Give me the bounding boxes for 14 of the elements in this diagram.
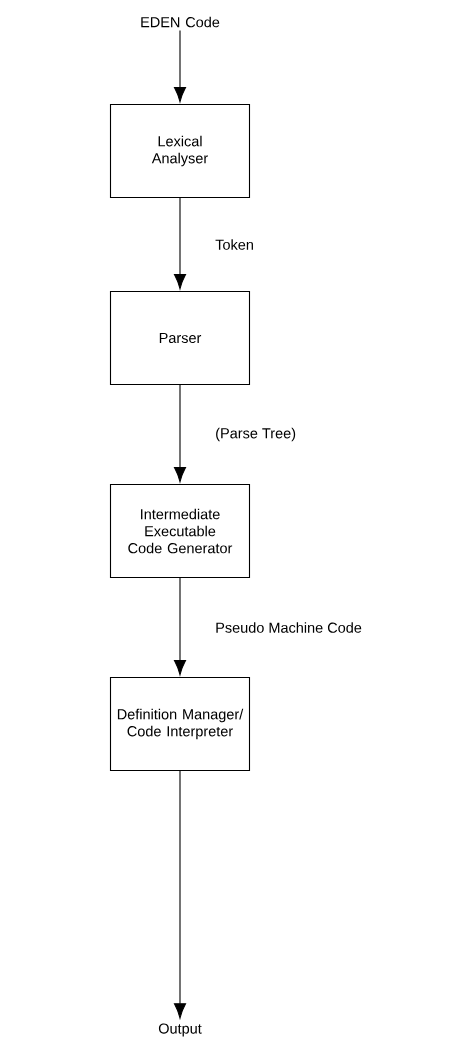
edge-label: Pseudo Machine Code [214, 621, 363, 634]
node-label: Output [158, 1023, 202, 1037]
process-box: Lexical Analyser [109, 103, 251, 199]
node-label: EDEN Code [141, 16, 220, 28]
arrow [173, 197, 187, 290]
arrow [173, 577, 187, 676]
arrow [173, 30, 187, 103]
process-box: Parser [109, 290, 251, 386]
edge-label: (Parse Tree) [214, 426, 298, 443]
arrow [173, 384, 187, 483]
process-box: Definition Manager/ Code Interpreter [109, 676, 251, 772]
edge-label: Token [214, 238, 255, 251]
process-box: Intermediate Executable Code Generator [109, 483, 251, 579]
arrow [173, 770, 187, 1019]
